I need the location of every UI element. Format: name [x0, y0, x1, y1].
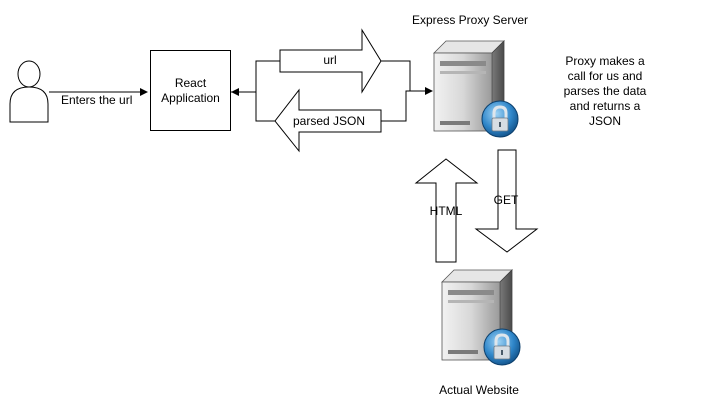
proxy-note-line1: Proxy makes a call for us and [565, 54, 645, 83]
proxy-note-line3: and returns a JSON [569, 99, 641, 128]
proxy-server-title: Express Proxy Server [411, 13, 529, 27]
user-action-label: Enters the url [61, 93, 133, 107]
react-application-node: React Application [150, 50, 231, 131]
json-arrow-to-app-connector [231, 88, 275, 122]
app-to-url-arrow-connector [230, 60, 280, 93]
html-flow-arrow [414, 158, 479, 263]
url-edge-label: url [323, 53, 337, 67]
url-flow-arrow [279, 28, 382, 94]
get-flow-arrow [474, 149, 539, 253]
proxy-description-note: Proxy makes a call for us and parses the… [557, 54, 653, 129]
proxy-server-lock-icon [433, 40, 519, 138]
html-edge-label: HTML [429, 204, 463, 218]
parsed-json-edge-label: parsed JSON [292, 114, 366, 128]
proxy-to-json-arrow-connector [381, 90, 432, 122]
proxy-note-line2: parses the data [563, 84, 647, 98]
url-arrow-to-proxy-connector [381, 60, 433, 95]
parsed-json-flow-arrow [274, 88, 382, 153]
actual-website-label: Actual Website [439, 383, 519, 397]
website-server-lock-icon [441, 269, 521, 366]
react-application-label-line2: Application [161, 90, 220, 105]
get-edge-label: GET [493, 193, 519, 207]
react-application-label-line1: React [174, 75, 207, 90]
user-icon [9, 60, 49, 123]
